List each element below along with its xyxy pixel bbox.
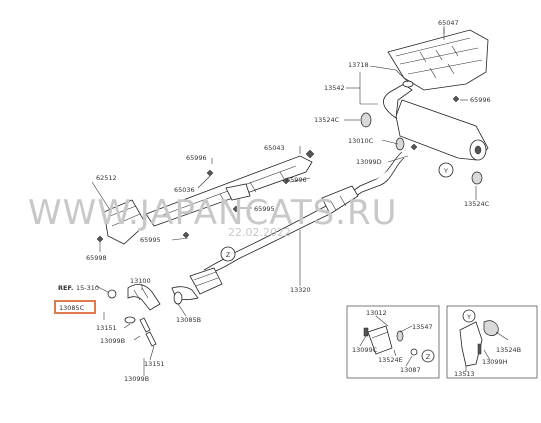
detail-box-z: Z: [346, 305, 440, 379]
highlighted-part-label: 13085C: [59, 304, 85, 312]
leader-lines: [91, 26, 477, 376]
label-13099h: 13099H: [482, 358, 508, 366]
highlighted-part-13085c[interactable]: 13085C: [54, 300, 96, 314]
label-65995-a: 65995: [254, 205, 275, 213]
heat-shield-65047: [387, 29, 489, 91]
watermark: WWW.JAPANCATS.RU 22.02.2022: [28, 193, 398, 239]
rear-muffler: [383, 80, 489, 161]
ref-code: 15-310: [76, 284, 99, 292]
reference-note: REF. 15-310: [58, 284, 99, 292]
marker-z-label: Z: [226, 251, 231, 259]
label-13513: 13513: [454, 370, 475, 378]
label-13542: 13542: [324, 84, 345, 92]
label-13718: 13718: [348, 61, 369, 69]
nut-13151: [124, 316, 136, 324]
marker-z: Z: [220, 246, 236, 262]
label-13151-b: 13151: [144, 360, 165, 368]
label-13010c: 13010C: [348, 137, 374, 145]
detail-z-marker: Z: [426, 353, 431, 361]
ref-gasket: [107, 289, 117, 299]
label-13524e: 13524E: [378, 356, 403, 364]
label-13087: 13087: [400, 366, 421, 374]
label-13100: 13100: [130, 277, 151, 285]
label-62512: 62512: [96, 174, 117, 182]
muffler-hanger-rear: [471, 171, 483, 185]
label-13099b-a: 13099B: [100, 337, 125, 345]
watermark-date: 22.02.2022: [228, 226, 291, 239]
part-labels: 65047 13718 13542 65996 13524C 13010C 13…: [86, 19, 521, 383]
label-13085b: 13085B: [176, 316, 201, 324]
bracket-65043: [145, 155, 313, 227]
marker-y: Y: [438, 162, 454, 178]
detail-y-marker: Y: [466, 313, 471, 321]
label-13320: 13320: [290, 286, 311, 294]
label-13524c-b: 13524C: [464, 200, 490, 208]
label-65043: 65043: [264, 144, 285, 152]
label-65047: 65047: [438, 19, 459, 27]
label-65995-b: 65995: [140, 236, 161, 244]
label-13012: 13012: [366, 309, 387, 317]
bracket-62512: [103, 199, 147, 245]
bolt-13099b: [139, 317, 157, 347]
label-13099d: 13099D: [356, 158, 382, 166]
watermark-text: WWW.JAPANCATS.RU: [28, 193, 398, 233]
label-65036: 65036: [174, 186, 195, 194]
gasket-13010c: [395, 137, 405, 151]
label-13099c: 13099C: [352, 346, 378, 354]
label-65996-b: 65996: [186, 154, 207, 162]
label-13151-a: 13151: [96, 324, 117, 332]
muffler-hanger-13524c: [360, 112, 372, 128]
marker-y-label: Y: [443, 167, 448, 175]
gasket-13085b: [173, 291, 183, 305]
front-pipe-13100: [127, 284, 161, 311]
label-13524b: 13524B: [496, 346, 521, 354]
label-65996-c: 65996: [286, 176, 307, 184]
label-13524c-a: 13524C: [314, 116, 340, 124]
ref-prefix: REF.: [58, 284, 73, 292]
detail-box-y: Y: [446, 305, 538, 379]
label-65998: 65998: [86, 254, 107, 262]
label-13547: 13547: [412, 323, 433, 331]
label-65996-a: 65996: [470, 96, 491, 104]
label-13099b-b: 13099B: [124, 375, 149, 383]
